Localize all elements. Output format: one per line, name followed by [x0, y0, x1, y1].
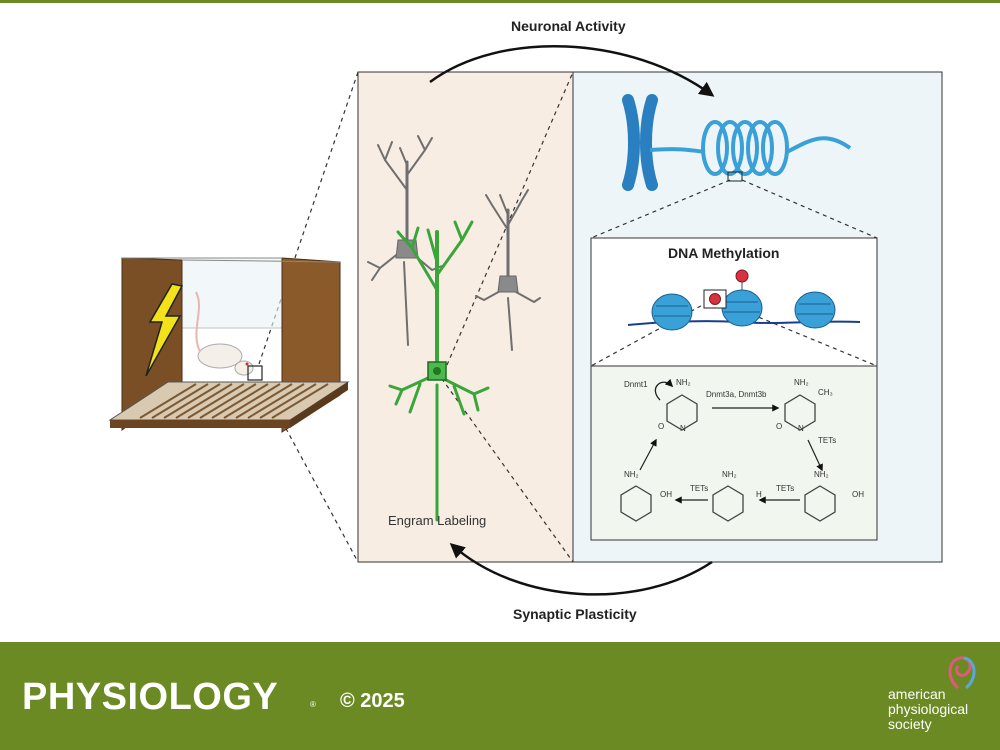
nh2-label-2: NH₂: [794, 378, 809, 387]
registered-mark: ®: [310, 700, 316, 709]
engram-labeling-label: Engram Labeling: [388, 513, 486, 528]
journal-title: PHYSIOLOGY: [22, 676, 278, 719]
copyright-text: © 2025: [340, 690, 405, 713]
tet-label-mid: TETs: [776, 484, 794, 493]
society-name: american physiological society: [888, 687, 968, 732]
ch3-label: CH₃: [818, 388, 833, 397]
neuronal-activity-label: Neuronal Activity: [511, 18, 626, 34]
methyl-group-boxed: [710, 294, 721, 305]
nh2-label-1: NH₂: [676, 378, 691, 387]
methyl-group-top: [736, 270, 748, 282]
tet-label-down: TETs: [818, 436, 836, 445]
society-line-2: physiological: [888, 702, 968, 717]
nh2-label-4: NH₂: [722, 470, 737, 479]
dnmt3-label: Dnmt3a, Dnmt3b: [706, 390, 766, 399]
nucleosome-3: [795, 292, 835, 328]
dnmt1-label: Dnmt1: [624, 380, 648, 389]
n-label-2: N: [798, 424, 804, 433]
tet-label-left: TETs: [690, 484, 708, 493]
figure-canvas: [0, 0, 1000, 642]
society-line-1: american: [888, 687, 968, 702]
nucleosome-1: [652, 294, 692, 330]
h-label: H: [756, 490, 762, 499]
nh2-label-5: NH₂: [624, 470, 639, 479]
o-label-1: O: [658, 422, 664, 431]
synaptic-plasticity-label: Synaptic Plasticity: [513, 606, 637, 622]
dna-methylation-title: DNA Methylation: [668, 245, 779, 261]
oh-label-2: OH: [660, 490, 672, 499]
nucleosome-2: [722, 290, 762, 326]
society-line-3: society: [888, 717, 968, 732]
nh2-label-3: NH₂: [814, 470, 829, 479]
o-label-2: O: [776, 422, 782, 431]
n-label-1: N: [680, 424, 686, 433]
oh-label-1: OH: [852, 490, 864, 499]
